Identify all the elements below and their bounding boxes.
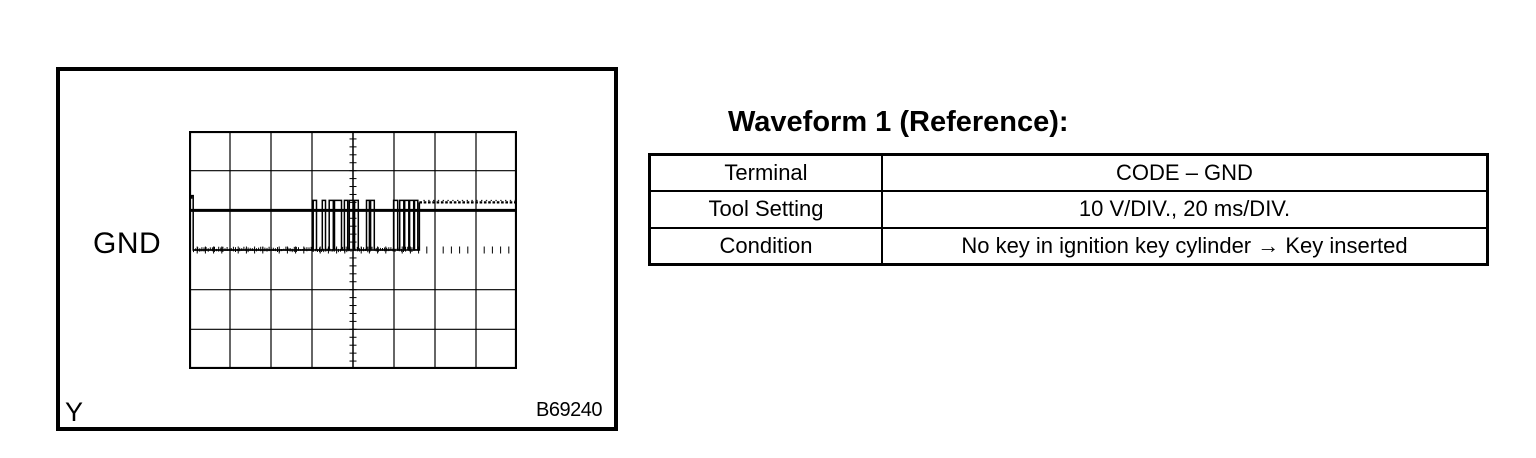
- signal-trace: [189, 194, 516, 251]
- table-label-tool-setting: Tool Setting: [651, 192, 881, 227]
- figure-code: B69240: [536, 399, 602, 421]
- reference-table: Terminal CODE – GND Tool Setting 10 V/DI…: [648, 153, 1489, 266]
- table-label-terminal: Terminal: [651, 156, 881, 191]
- table-label-condition: Condition: [651, 228, 881, 263]
- signal-noise: [193, 246, 417, 253]
- oscilloscope-svg: [188, 130, 518, 370]
- gnd-label: GND: [93, 227, 162, 260]
- oscilloscope-grid: [188, 130, 518, 370]
- table-value-condition: No key in ignition key cylinder → Key in…: [883, 228, 1486, 263]
- table-value-tool-setting: 10 V/DIV., 20 ms/DIV.: [883, 192, 1486, 227]
- table-value-terminal: CODE – GND: [883, 156, 1486, 191]
- oscilloscope-figure: GND Y B69240: [56, 67, 618, 431]
- figure-corner-label: Y: [65, 397, 84, 427]
- waveform-title: Waveform 1 (Reference):: [728, 106, 1069, 138]
